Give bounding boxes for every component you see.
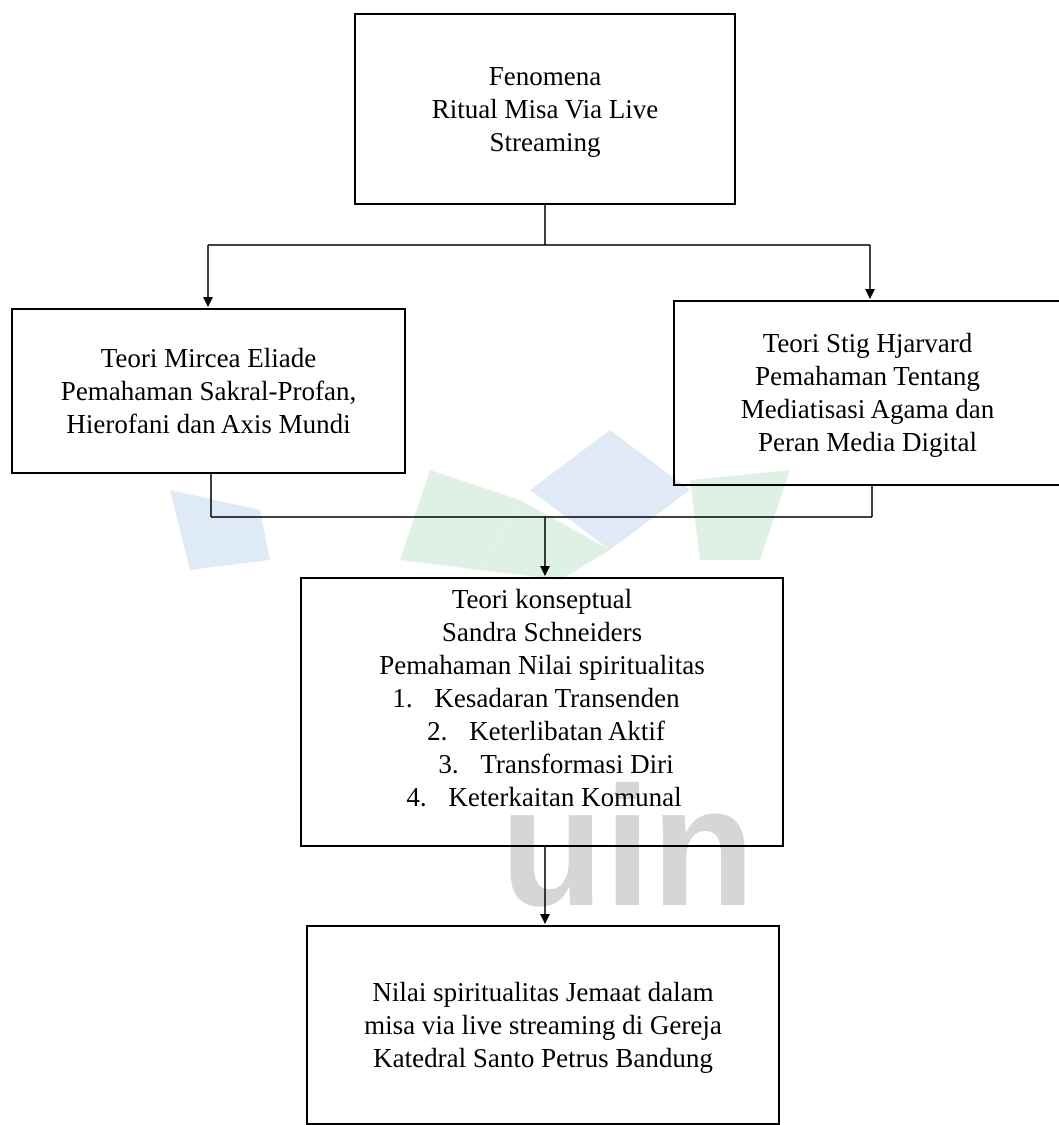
eliade-line-3: Hierofani dan Axis Mundi (66, 408, 351, 439)
hjarvard-line-2: Pemahaman Tentang (755, 361, 980, 391)
item-label: Transformasi Diri (480, 749, 674, 779)
spirituality-item: 1. Kesadaran Transenden (392, 682, 679, 715)
schneiders-line-1: Teori konseptual (451, 584, 633, 614)
item-number: 2. (427, 716, 448, 746)
eliade-theory-box: Teori Mircea Eliade Pemahaman Sakral-Pro… (11, 308, 406, 474)
spirituality-item: 4. Keterkaitan Komunal (406, 781, 681, 814)
spirituality-item: 2. Keterlibatan Aktif (427, 715, 665, 748)
schneiders-line-3: Pemahaman Nilai spiritualitas (379, 650, 705, 680)
phenomenon-box: Fenomena Ritual Misa Via Live Streaming (354, 13, 736, 205)
eliade-line-2: Pemahaman Sakral-Profan, (60, 375, 357, 406)
result-line-2: misa via live streaming di Gereja (364, 1009, 722, 1040)
item-number: 3. (438, 749, 459, 779)
hjarvard-theory-box: Teori Stig Hjarvard Pemahaman Tentang Me… (673, 300, 1059, 486)
item-label: Kesadaran Transenden (434, 683, 680, 713)
result-line-3: Katedral Santo Petrus Bandung (373, 1042, 713, 1073)
phenomenon-line-1: Fenomena (488, 60, 602, 91)
hjarvard-line-4: Peran Media Digital (758, 427, 977, 457)
phenomenon-line-3: Streaming (489, 126, 601, 157)
hjarvard-line-1: Teori Stig Hjarvard (762, 328, 973, 358)
item-number: 1. (392, 683, 413, 713)
schneiders-line-2: Sandra Schneiders (441, 617, 643, 647)
item-label: Keterlibatan Aktif (469, 716, 665, 746)
schneiders-theory-box: Teori konseptual Sandra Schneiders Pemah… (300, 577, 784, 847)
item-label: Keterkaitan Komunal (448, 782, 682, 812)
spirituality-item: 3. Transformasi Diri (438, 748, 673, 781)
result-line-1: Nilai spiritualitas Jemaat dalam (372, 976, 714, 1007)
item-number: 4. (406, 782, 427, 812)
hjarvard-line-3: Mediatisasi Agama dan (740, 394, 995, 424)
result-box: Nilai spiritualitas Jemaat dalam misa vi… (306, 925, 780, 1125)
eliade-line-1: Teori Mircea Eliade (100, 342, 317, 373)
phenomenon-line-2: Ritual Misa Via Live (431, 93, 659, 124)
